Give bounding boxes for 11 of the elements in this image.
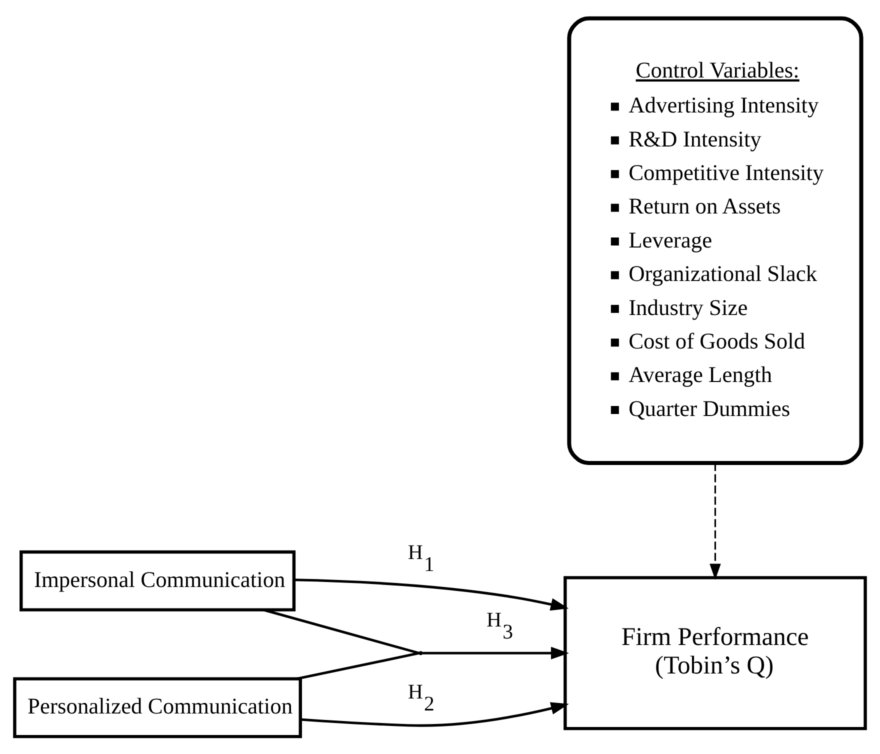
node-box: Impersonal Communication bbox=[20, 550, 296, 611]
node-point bbox=[418, 650, 423, 655]
connector bbox=[297, 651, 420, 680]
node-box: Firm Performance (Tobin’s Q) bbox=[564, 576, 867, 730]
node-box: Control Variables: Advertising Intensity R&D Intensity Competitive Intensity Return on Assets Leverage Organizational Slack Industry Size Cost of Goods Sold Average Length Quarter Dummies bbox=[567, 16, 864, 464]
arrow bbox=[294, 578, 569, 610]
arrow bbox=[300, 702, 569, 726]
node-box: Personalized Communication bbox=[13, 676, 302, 738]
connector bbox=[263, 608, 420, 654]
arrow bbox=[710, 462, 721, 580]
arrow bbox=[422, 646, 569, 659]
